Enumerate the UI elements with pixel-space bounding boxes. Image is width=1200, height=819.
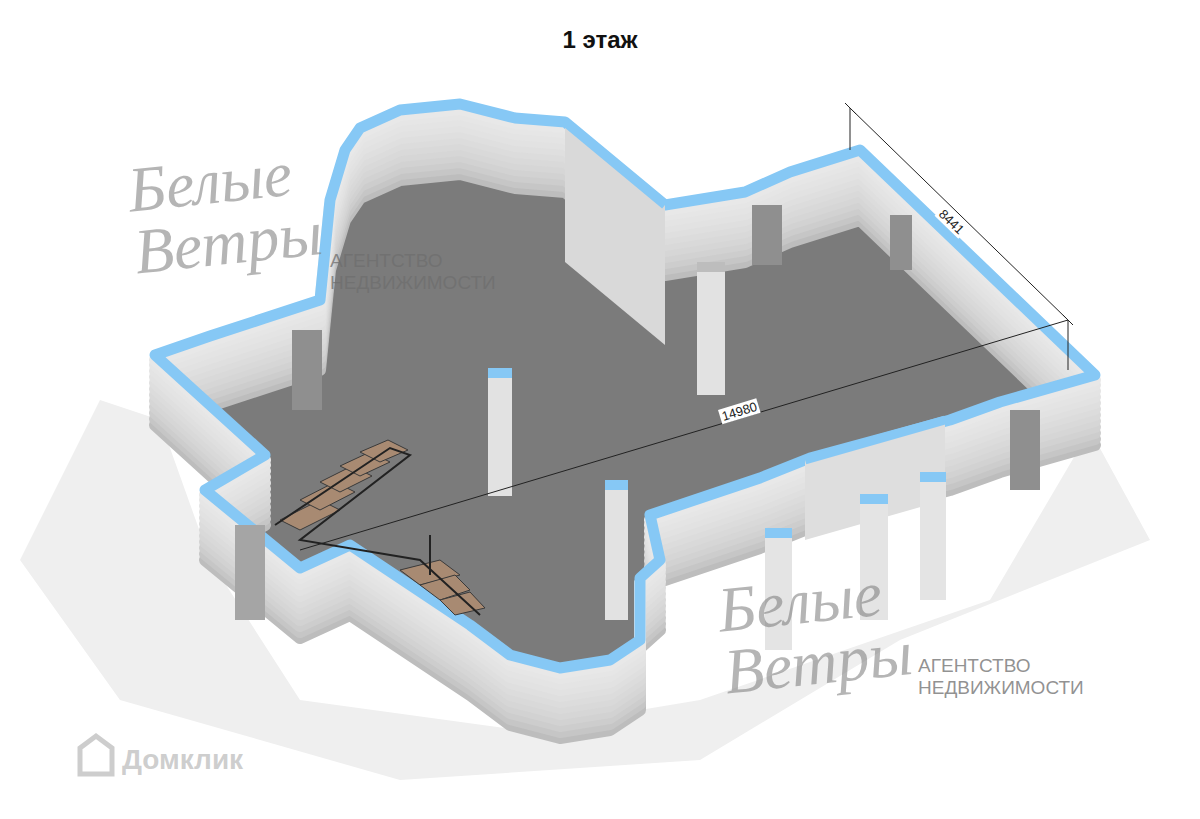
watermark-brand: Домклик [122, 744, 243, 776]
watermark-text: АГЕНТСТВО НЕДВИЖИМОСТИ [918, 655, 1098, 699]
page-title: 1 этаж [562, 26, 637, 54]
watermark-text: АГЕНТСТВО НЕДВИЖИМОСТИ [330, 250, 510, 294]
